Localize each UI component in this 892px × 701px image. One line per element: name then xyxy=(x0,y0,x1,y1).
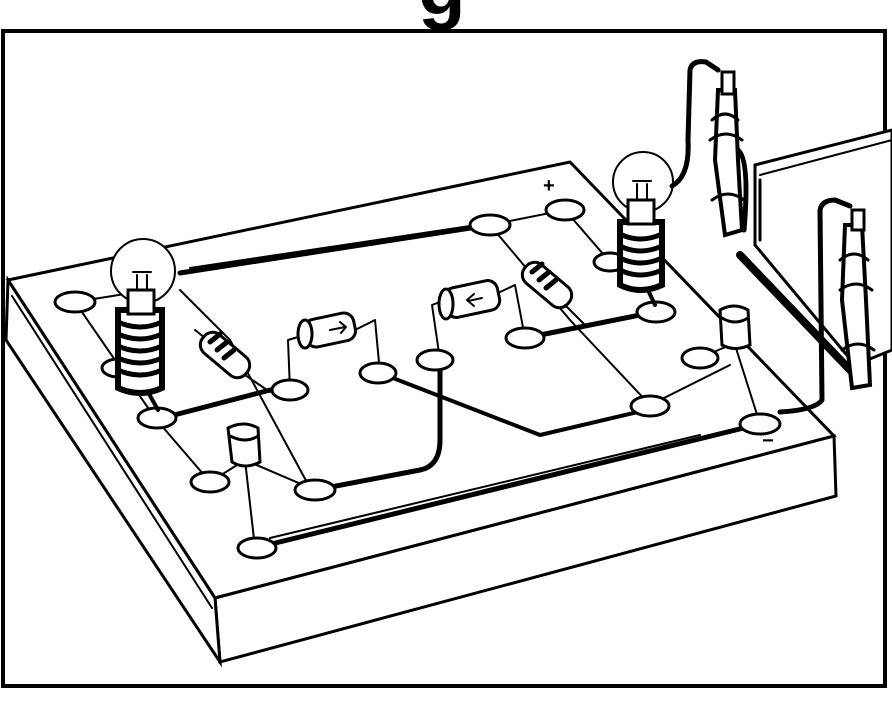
heading-fragment: g xyxy=(418,0,466,31)
capacitor-front-left xyxy=(226,422,262,468)
clip-negative xyxy=(777,197,876,415)
positive-sign: + xyxy=(543,175,555,197)
lamp-left xyxy=(110,238,176,412)
terminal-pad xyxy=(629,394,671,418)
terminal-pad xyxy=(358,361,398,385)
terminal-pad xyxy=(270,378,310,402)
terminal-pad xyxy=(504,326,546,350)
terminal-pad xyxy=(189,470,231,494)
terminal-pad xyxy=(680,346,720,370)
terminal-pad xyxy=(236,536,278,560)
terminal-pad xyxy=(293,478,337,502)
diode-left xyxy=(296,311,358,350)
resistor-left xyxy=(194,329,271,393)
terminal-pad xyxy=(53,290,97,314)
figure-frame xyxy=(1,29,887,688)
resistor-right xyxy=(520,260,586,326)
clip-positive xyxy=(708,70,749,238)
lamp-right xyxy=(612,59,721,307)
terminal-pad xyxy=(415,348,455,372)
diode-right xyxy=(437,279,502,321)
capacitor-right xyxy=(718,304,752,350)
terminal-pad xyxy=(635,300,677,324)
terminal-pad xyxy=(468,213,512,237)
terminal-pad xyxy=(738,412,782,436)
negative-sign: − xyxy=(762,430,774,452)
terminal-pad xyxy=(544,198,586,222)
